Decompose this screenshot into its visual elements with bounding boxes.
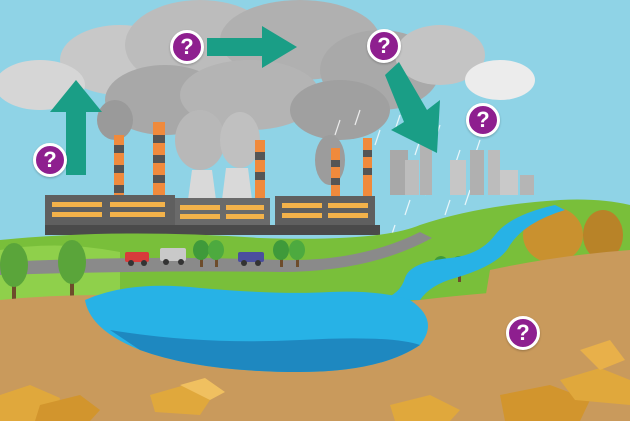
- rocks: [0, 340, 630, 421]
- cooling-towers: [188, 168, 252, 200]
- arrow-up-icon: [50, 80, 102, 175]
- city-skyline: [390, 140, 534, 195]
- question-mark-icon[interactable]: ?: [170, 30, 204, 64]
- arrow-right-icon: [207, 26, 297, 68]
- lake-shadow: [110, 330, 420, 372]
- arrow-down-right-icon: [385, 62, 440, 153]
- question-mark-icon[interactable]: ?: [33, 143, 67, 177]
- question-mark-icon[interactable]: ?: [506, 316, 540, 350]
- question-mark-icon[interactable]: ?: [466, 103, 500, 137]
- factory-buildings: [45, 195, 380, 235]
- vehicles: [125, 248, 264, 266]
- soil-right: [480, 250, 630, 330]
- road: [0, 232, 432, 275]
- question-mark-icon[interactable]: ?: [367, 29, 401, 63]
- smoke-cloud: [0, 0, 535, 185]
- river: [380, 205, 565, 300]
